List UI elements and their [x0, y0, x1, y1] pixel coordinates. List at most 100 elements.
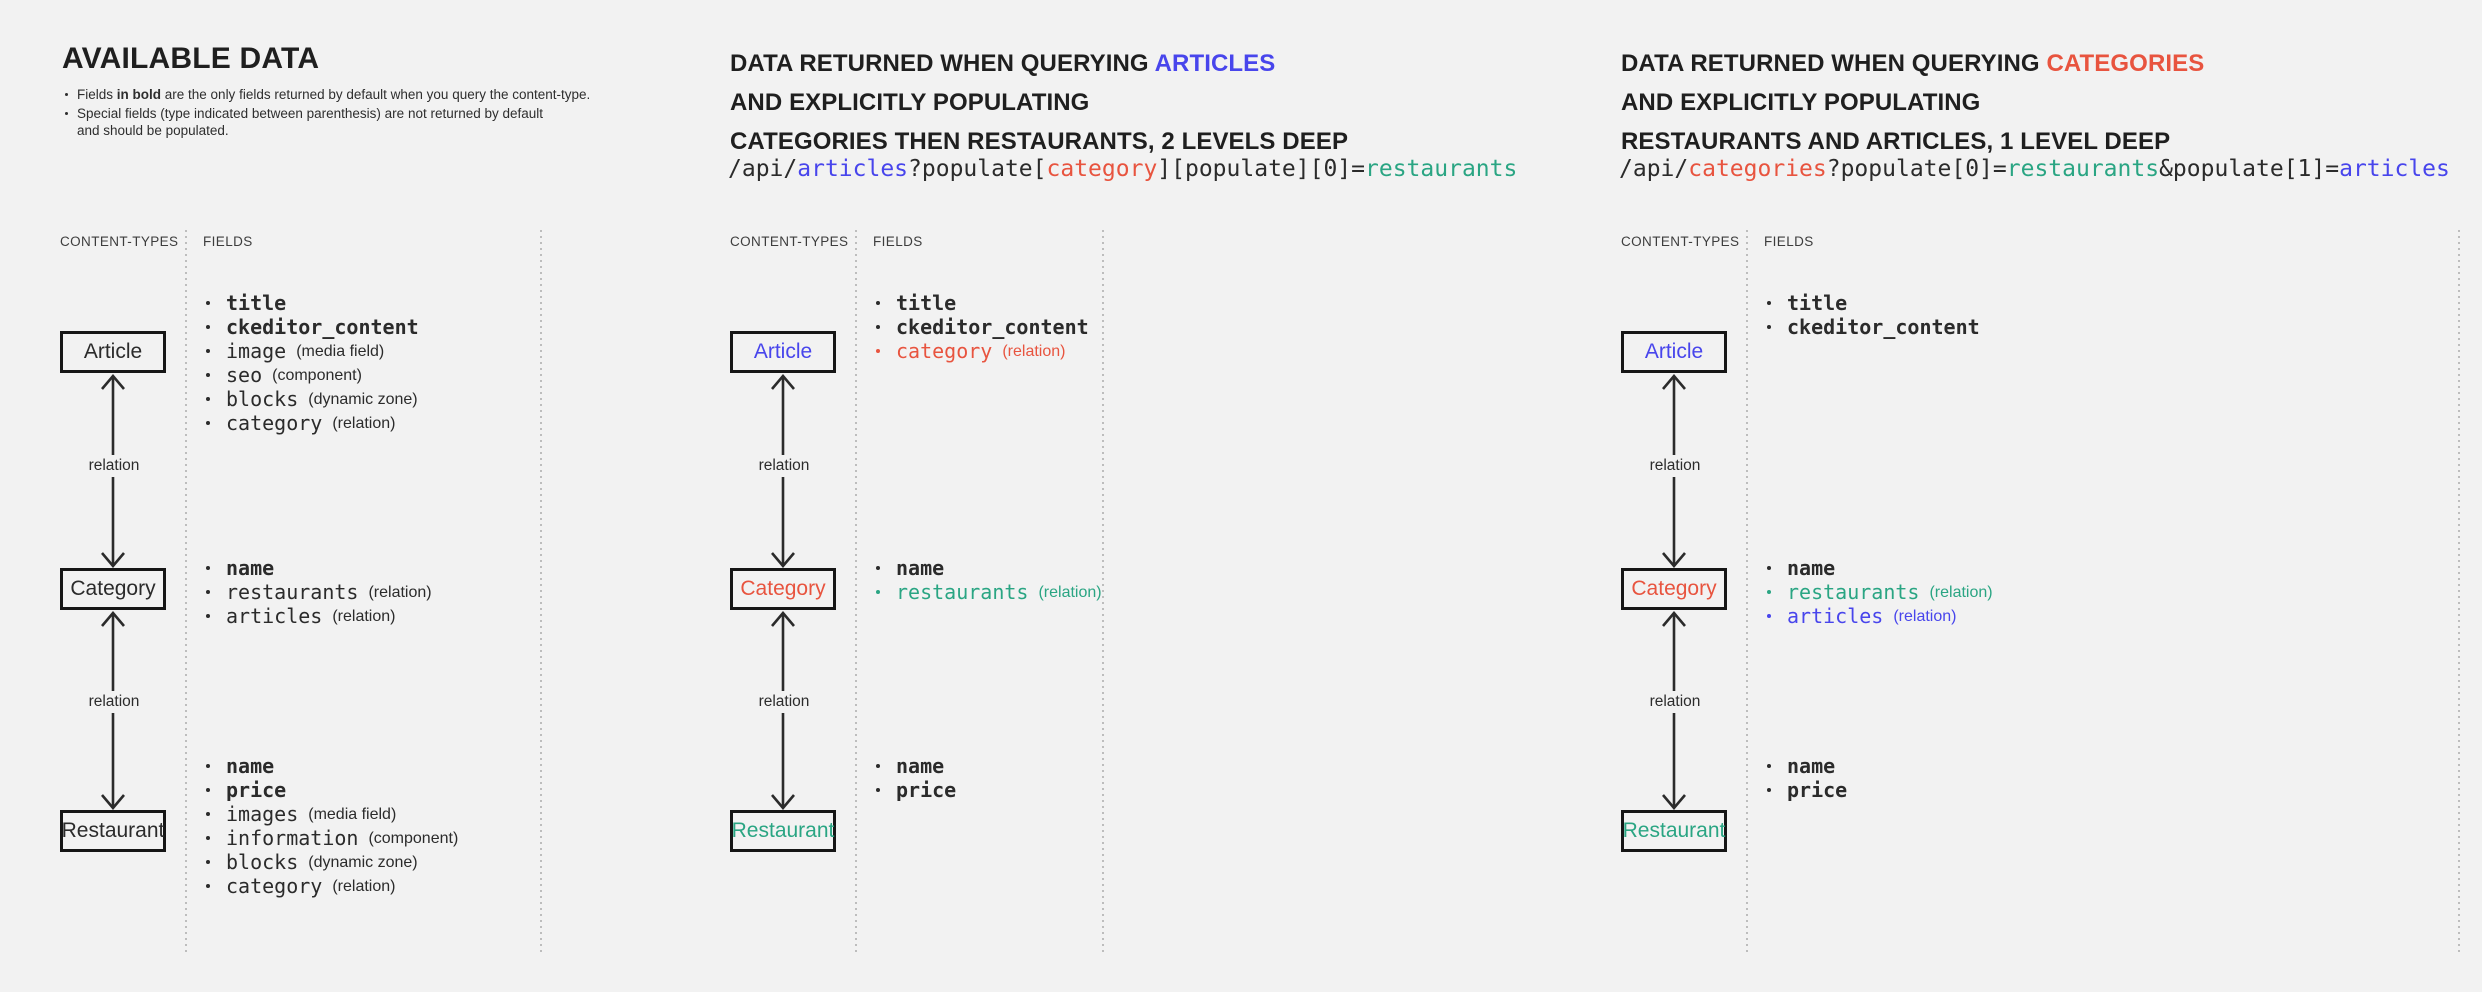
content-types-column-label: CONTENT-TYPES: [730, 234, 849, 249]
title-highlight-segment: CATEGORIES: [2046, 50, 2205, 77]
field-item: category(relation): [876, 339, 1099, 363]
restaurant-box: Restaurant: [60, 810, 166, 852]
field-item: category(relation): [206, 874, 458, 898]
field-type-note: (relation): [332, 414, 396, 432]
bullet-dot-icon: [206, 373, 210, 377]
field-item: price: [1767, 778, 1857, 802]
dotted-divider: [2458, 230, 2460, 956]
article-box: Article: [730, 331, 836, 373]
title-line: RESTAURANTS AND ARTICLES, 1 LEVEL DEEP: [1621, 122, 2204, 161]
field-type-note: (relation): [368, 583, 432, 601]
content-types-column-label: CONTENT-TYPES: [1621, 234, 1740, 249]
category-box: Category: [1621, 568, 1727, 610]
category-fields-list: name restaurants(relation) articles(rela…: [1767, 556, 1993, 628]
field-name: images: [226, 802, 299, 826]
restaurant-box-label: Restaurant: [1622, 819, 1726, 842]
bullet-dot-icon: [876, 764, 880, 768]
field-name: ckeditor_content: [896, 315, 1089, 339]
field-item: articles (relation): [206, 604, 432, 628]
field-type-note: (relation): [1002, 342, 1066, 360]
field-type-note: (relation): [1929, 583, 1993, 601]
bullet-dot-icon: [1767, 590, 1771, 594]
bullet-dot-icon: [876, 301, 880, 305]
legend-note-text: Special fields (type indicated between p…: [77, 105, 543, 140]
api-url: /api/articles?populate[category][populat…: [728, 156, 1517, 182]
url-segment: restaurants: [2006, 156, 2160, 182]
url-segment: ?populate[0]=: [1826, 156, 2007, 182]
bullet-dot-icon: [206, 421, 210, 425]
note-text-segment: are the only fields returned by default …: [161, 87, 591, 102]
dotted-divider: [855, 230, 857, 956]
field-item: price: [876, 778, 966, 802]
column-available-data: AVAILABLE DATA Fields in bold are the on…: [58, 0, 590, 992]
field-name: articles: [226, 604, 323, 628]
restaurant-box: Restaurant: [730, 810, 836, 852]
field-name: information: [226, 826, 359, 850]
bullet-dot-icon: [206, 860, 210, 864]
column-title: DATA RETURNED WHEN QUERYING ARTICLES AND…: [730, 44, 1348, 161]
field-item: price: [206, 778, 458, 802]
field-item: name: [1767, 754, 1857, 778]
bullet-dot-icon: [206, 301, 210, 305]
note-text-segment: and should be populated.: [77, 123, 229, 138]
field-type-note: (media field): [308, 805, 397, 823]
field-type-note: (relation): [332, 607, 396, 625]
dotted-divider: [1746, 230, 1748, 956]
field-item: name: [1767, 556, 1993, 580]
title-segment: CATEGORIES THEN RESTAURANTS, 2 LEVELS DE…: [730, 128, 1349, 155]
category-fields-list: name restaurants(relation) articles (rela…: [206, 556, 432, 628]
title-segment: DATA RETURNED WHEN QUERYING: [1621, 50, 2047, 77]
content-types-column-label: CONTENT-TYPES: [60, 234, 179, 249]
field-name: title: [226, 291, 287, 315]
field-item: restaurants(relation): [206, 580, 432, 604]
restaurant-fields-list: name price: [876, 754, 966, 802]
field-item: blocks (dynamic zone): [206, 387, 429, 411]
dotted-divider: [540, 230, 542, 956]
field-name: category: [226, 411, 323, 435]
field-item: category (relation): [206, 411, 429, 435]
field-item: seo(component): [206, 363, 429, 387]
restaurant-fields-list: name price: [1767, 754, 1857, 802]
title-line: DATA RETURNED WHEN QUERYING CATEGORIES: [1621, 44, 2204, 83]
note-text-segment: Fields: [77, 87, 117, 102]
article-fields-list: title ckeditor_content: [1767, 291, 1990, 339]
bullet-dot-icon: [206, 812, 210, 816]
field-type-note: (relation): [1038, 583, 1102, 601]
field-name: name: [226, 556, 275, 580]
field-name: price: [1787, 778, 1848, 802]
note-text-bold-segment: in bold: [116, 87, 162, 102]
field-item: ckeditor_content: [206, 315, 429, 339]
column-querying-categories: DATA RETURNED WHEN QUERYING CATEGORIES A…: [1619, 0, 2471, 992]
field-name: blocks: [226, 850, 299, 874]
field-type-note: (dynamic zone): [308, 390, 418, 408]
field-name: blocks: [226, 387, 299, 411]
article-box-label: Article: [1644, 340, 1704, 363]
field-type-note: (component): [272, 366, 362, 384]
legend-note: Special fields (type indicated between p…: [65, 105, 590, 140]
bullet-dot-icon: [206, 614, 210, 618]
bullet-dot-icon: [206, 836, 210, 840]
field-name: name: [226, 754, 275, 778]
fields-column-label: FIELDS: [873, 234, 923, 249]
title-line: CATEGORIES THEN RESTAURANTS, 2 LEVELS DE…: [730, 122, 1348, 161]
field-name: restaurants: [896, 580, 1029, 604]
bullet-dot-icon: [876, 566, 880, 570]
field-item: name: [876, 754, 966, 778]
bullet-dot-icon: [206, 764, 210, 768]
column-querying-articles: DATA RETURNED WHEN QUERYING ARTICLES AND…: [728, 0, 1534, 992]
title-line: AND EXPLICITLY POPULATING: [1621, 83, 2204, 122]
dotted-divider: [1102, 230, 1104, 956]
field-item: restaurants (relation): [876, 580, 1102, 604]
api-url: /api/categories?populate[0]=restaurants&…: [1619, 156, 2450, 182]
field-item: images (media field): [206, 802, 458, 826]
url-segment: restaurants: [1365, 156, 1518, 182]
bullet-dot-icon: [876, 788, 880, 792]
bullet-dot-icon: [1767, 566, 1771, 570]
field-item: title: [206, 291, 429, 315]
field-name: title: [1787, 291, 1848, 315]
field-item: ckeditor_content: [1767, 315, 1990, 339]
field-item: articles(relation): [1767, 604, 1993, 628]
relation-label: relation: [752, 691, 816, 713]
url-segment: &populate[1]=: [2159, 156, 2340, 182]
